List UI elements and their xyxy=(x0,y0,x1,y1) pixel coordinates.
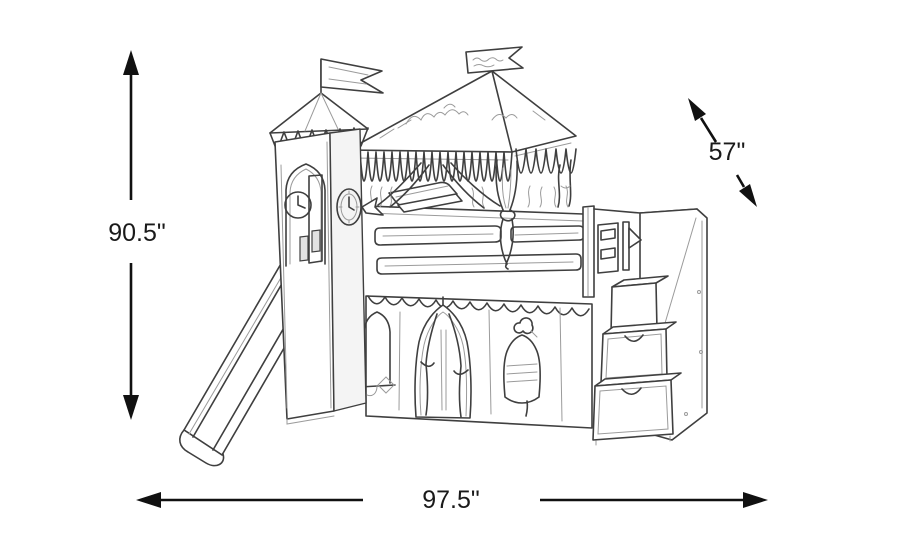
curtain-scallops xyxy=(367,295,590,317)
curtain-window-right xyxy=(502,334,542,417)
arrow-down-right-icon xyxy=(739,184,757,207)
play-curtain xyxy=(359,295,593,429)
curtain-door xyxy=(414,296,472,419)
canopy-valance-side xyxy=(515,148,577,174)
rosette-icon xyxy=(513,317,538,338)
canopy-curtains xyxy=(369,159,572,270)
width-dimension: 97.5" xyxy=(136,486,768,514)
tent-canopy xyxy=(347,46,577,182)
castle-tower xyxy=(269,58,384,425)
tower-clock-window xyxy=(284,163,326,267)
storage-stairs xyxy=(582,205,708,446)
stair-top-rail xyxy=(597,221,642,274)
height-dimension: 90.5" xyxy=(108,50,166,420)
slide-foot xyxy=(179,429,225,467)
drawer-handle-notch xyxy=(624,334,644,343)
tower-side xyxy=(329,128,367,412)
height-dimension-label: 90.5" xyxy=(108,219,166,247)
stair-drawer-bottom xyxy=(592,379,674,441)
guard-rails xyxy=(374,225,585,275)
drawer-handle-notch xyxy=(621,387,642,396)
tied-curtain xyxy=(495,159,518,270)
roof-hatching xyxy=(379,110,546,139)
ribbon-bow-icon xyxy=(361,197,384,216)
pennant-flag-icon xyxy=(320,58,384,94)
bed-platform xyxy=(365,181,585,275)
depth-dimension: 57" xyxy=(688,98,757,207)
pillow xyxy=(388,181,463,213)
dragon-decoration-icon xyxy=(405,109,469,125)
arrow-up-left-icon xyxy=(688,98,706,121)
dragon-decoration-icon xyxy=(443,103,518,121)
arrow-down-icon xyxy=(123,395,139,420)
depth-dimension-label: 57" xyxy=(709,138,746,166)
canopy-valance-front xyxy=(351,151,513,182)
arrow-up-icon xyxy=(123,50,139,75)
width-dimension-label: 97.5" xyxy=(422,486,480,514)
corner-drape xyxy=(557,159,572,208)
banner-flag-icon xyxy=(465,46,524,74)
tower-medallion xyxy=(336,188,362,226)
tower-roof xyxy=(269,92,369,134)
diamond-decoration xyxy=(377,376,395,394)
arrow-left-icon xyxy=(136,492,161,508)
arrow-right-icon xyxy=(743,492,768,508)
